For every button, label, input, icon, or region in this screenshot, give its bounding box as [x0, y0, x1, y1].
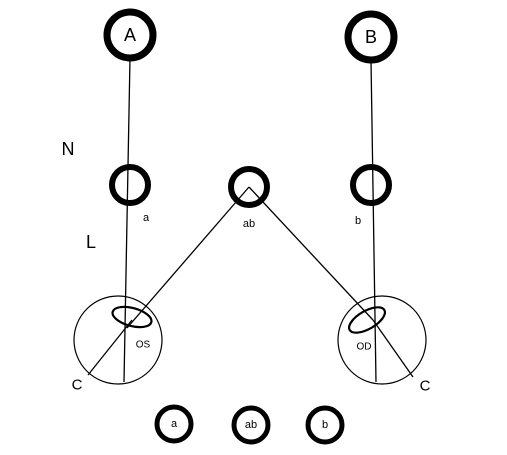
near-object-b-ring [350, 164, 392, 206]
near-object-b-label: b [355, 215, 361, 227]
percept-a-ring [154, 404, 194, 444]
left-eye-lens [111, 305, 153, 329]
right-eye-lens [348, 306, 386, 334]
ab-to-left-eye-ray [126, 186, 250, 329]
far-object-a-label: A [124, 25, 136, 45]
left-eyeball [73, 295, 163, 385]
near-object-a-label: a [143, 212, 150, 224]
percept-a-label: a [171, 418, 178, 430]
percept-ab-label: ab [245, 419, 257, 431]
right-eyeball [337, 295, 427, 385]
lens-plane-label: L [86, 232, 96, 252]
near-object-ab-ring [228, 166, 270, 208]
left-eye-label: OS [136, 340, 151, 351]
left-visual-axis [123, 57, 131, 383]
right-eye-optic-line [372, 319, 414, 378]
right-eye-label: OD [357, 342, 372, 353]
right-c-label: C [420, 378, 431, 395]
right-visual-axis [370, 59, 377, 383]
percept-b-label: b [322, 419, 328, 431]
near-object-ab-label: ab [243, 218, 255, 230]
left-c-label: C [72, 377, 83, 394]
far-object-b-label: B [365, 27, 377, 47]
ab-to-right-eye-ray [248, 186, 374, 321]
percept-b-ring [305, 405, 345, 445]
near-plane-label: N [62, 139, 75, 159]
near-object-a-ring [109, 164, 151, 206]
left-eye-optic-line [87, 319, 133, 376]
percept-ab-ring [231, 405, 271, 445]
